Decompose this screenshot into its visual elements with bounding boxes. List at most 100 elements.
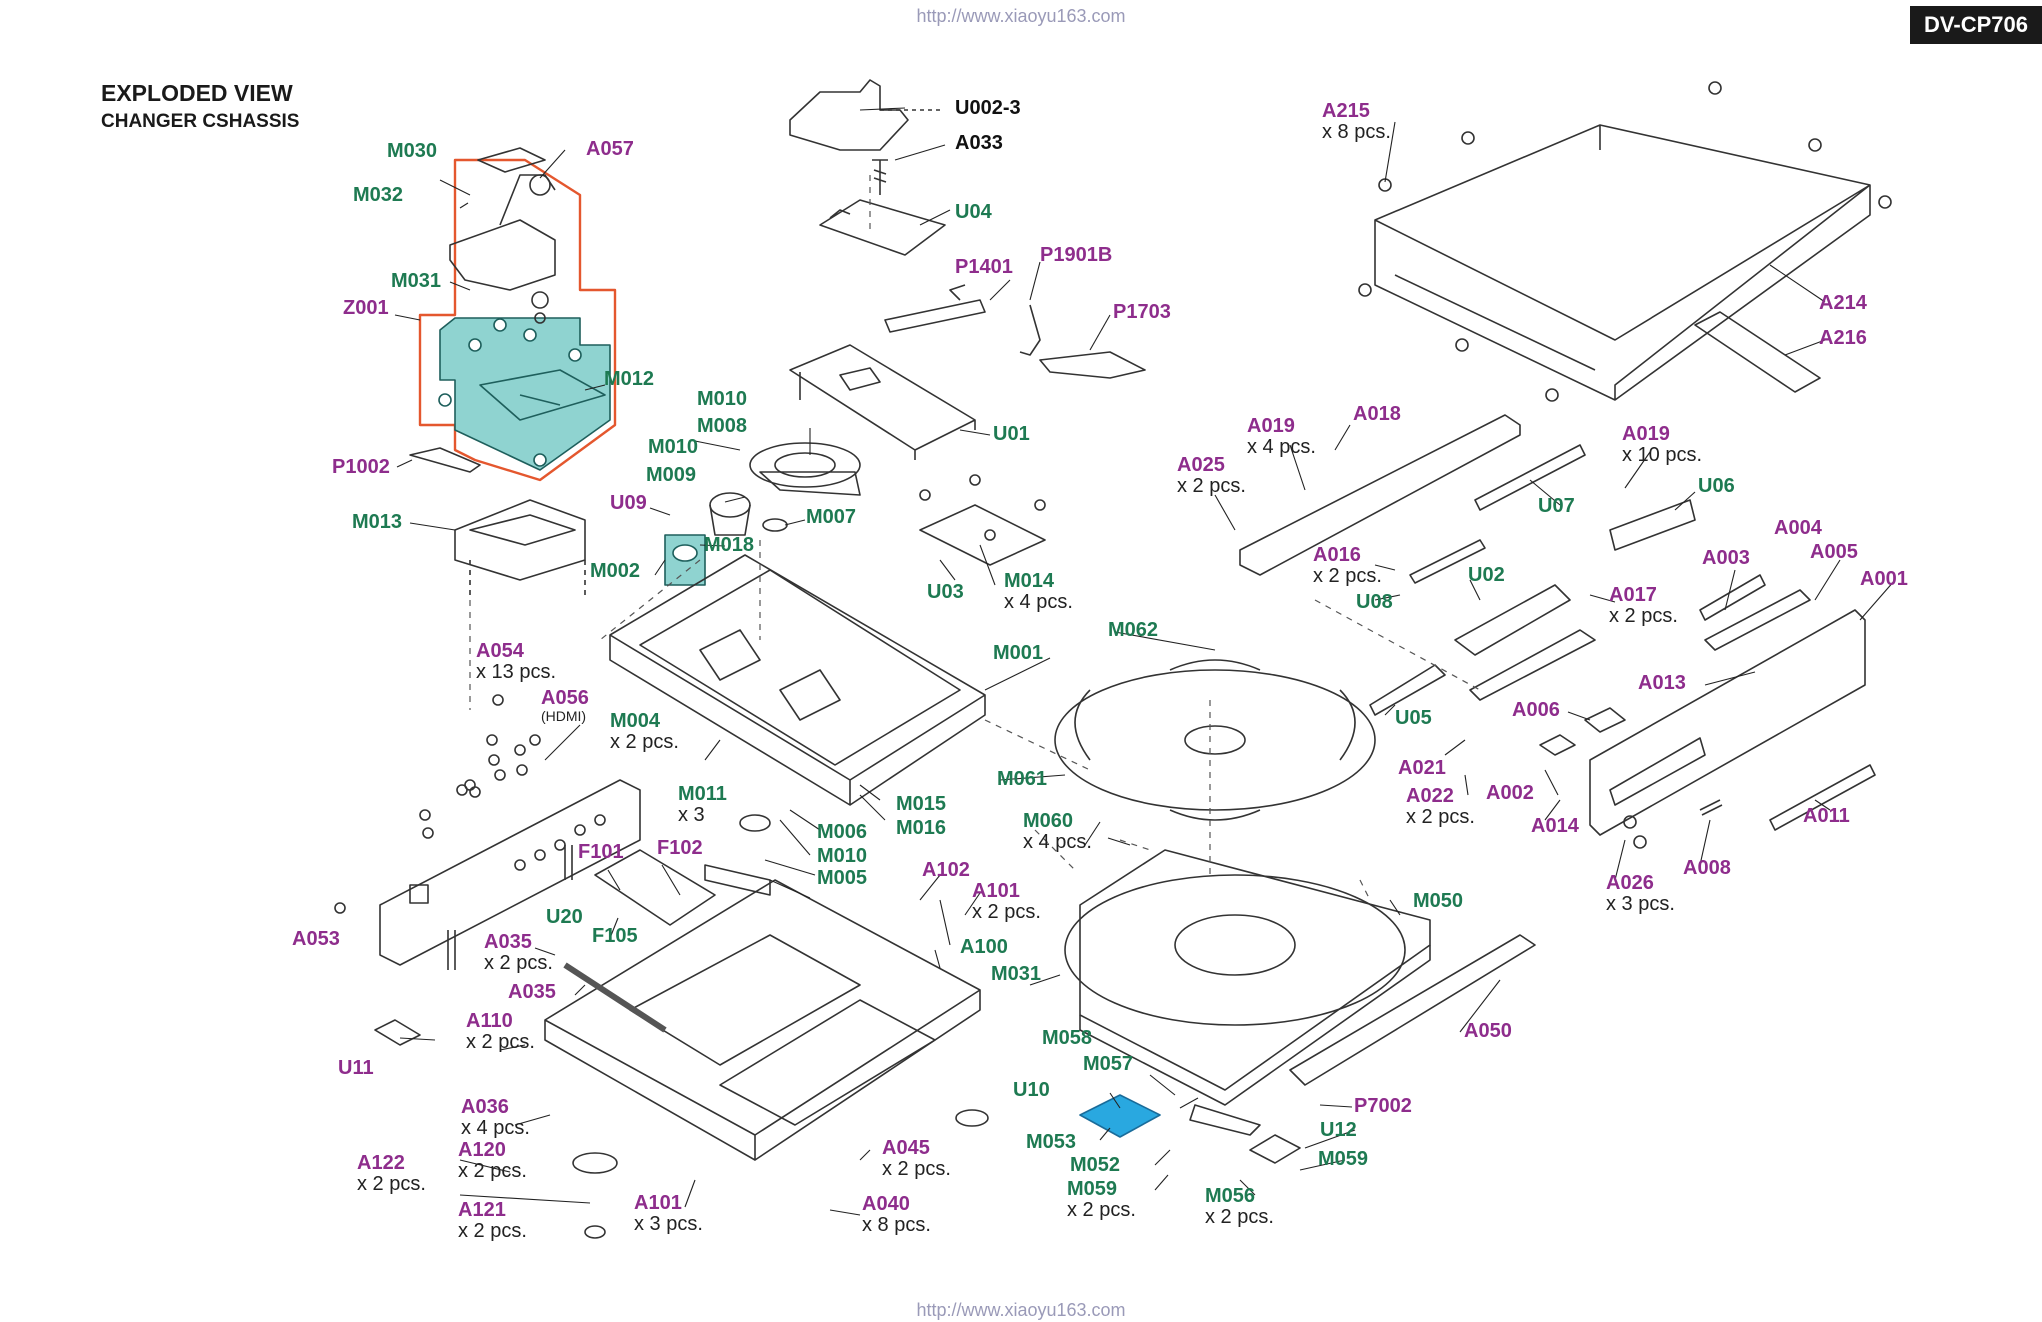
button-strip-a004 — [1704, 589, 1811, 651]
part-label-A011: A011 — [1803, 805, 1850, 827]
bottom-chassis-a100 — [544, 879, 981, 1161]
pcb-u05 — [1369, 664, 1446, 716]
part-label-M015: M015 — [896, 793, 947, 815]
part-label-A056: A056(HDMI) — [541, 687, 589, 724]
motor-m053 — [1079, 1094, 1161, 1138]
part-label-M007: M007 — [806, 506, 857, 528]
part-label-U08: U08 — [1356, 591, 1393, 613]
spring-a033 — [872, 159, 888, 195]
part-label-A013: A013 — [1638, 672, 1686, 694]
part-label-F102: F102 — [657, 837, 703, 859]
part-label-M010c: M010 — [817, 845, 868, 867]
part-label-U07: U07 — [1538, 495, 1575, 517]
page-title: EXPLODED VIEW — [101, 80, 293, 106]
part-label-A002: A002 — [1486, 782, 1534, 804]
cable-p1703 — [1039, 351, 1146, 379]
part-label-A018: A018 — [1353, 403, 1401, 425]
part-label-M016: M016 — [896, 817, 947, 839]
rear-panel-a053 — [379, 779, 641, 966]
pcb-u04 — [819, 199, 946, 256]
part-label-A033: A033 — [955, 132, 1003, 154]
highlight-outline-z001 — [418, 158, 617, 482]
model-badge: DV-CP706 — [1910, 6, 2042, 44]
pcb-u03 — [919, 504, 1046, 566]
disc-tray-m061 — [1054, 659, 1376, 821]
part-label-U03: U03 — [927, 581, 964, 603]
pcb-u07 — [1474, 444, 1586, 511]
part-label-A057: A057 — [586, 138, 634, 160]
part-label-U10: U10 — [1013, 1079, 1050, 1101]
part-label-A053: A053 — [292, 928, 340, 950]
part-label-U01: U01 — [993, 423, 1030, 445]
part-label-U02: U02 — [1468, 564, 1505, 586]
part-label-M053: M053 — [1026, 1131, 1077, 1153]
part-label-M030: M030 — [387, 140, 438, 162]
part-label-A006: A006 — [1512, 699, 1560, 721]
part-label-U05: U05 — [1395, 707, 1432, 729]
source-url-top[interactable]: http://www.xiaoyu163.com — [916, 6, 1126, 26]
part-label-U002-3: U002-3 — [955, 97, 1021, 119]
part-label-A050: A050 — [1464, 1020, 1512, 1042]
gear-m009 — [709, 492, 751, 518]
part-label-M012: M012 — [604, 368, 655, 390]
page-subtitle: CHANGER CSHASSIS — [101, 111, 300, 132]
foot-a121 — [584, 1225, 606, 1239]
part-label-P1401: P1401 — [955, 256, 1013, 278]
bracket-u12 — [1249, 1134, 1301, 1164]
foot-a120 — [572, 1152, 618, 1174]
top-cover-a214 — [1374, 124, 1871, 401]
gear-m007 — [762, 518, 788, 532]
belt-m005 — [704, 864, 771, 896]
part-label-M018: M018 — [704, 534, 755, 556]
part-label-F105: F105 — [592, 925, 638, 947]
source-url-bottom[interactable]: http://www.xiaoyu163.com — [916, 1300, 1126, 1320]
front-panel-a001 — [1589, 609, 1866, 836]
part-label-A102: A102 — [922, 859, 970, 881]
strip-a035 — [563, 962, 667, 1033]
part-label-U11: U11 — [338, 1057, 374, 1079]
part-label-M052: M052 — [1070, 1154, 1121, 1176]
part-label-P1901B: P1901B — [1040, 244, 1113, 266]
part-label-M008: M008 — [697, 415, 748, 437]
gear-m008 — [749, 442, 861, 488]
screws-a054 — [334, 694, 541, 914]
part-label-A005: A005 — [1810, 541, 1858, 563]
spring-a008 — [1699, 799, 1723, 816]
diagram-title-block: EXPLODED VIEW CHANGER CSHASSIS — [101, 80, 299, 133]
bracket-u08 — [1409, 539, 1486, 584]
part-label-U09: U09 — [610, 492, 647, 514]
part-label-P7002: P7002 — [1354, 1095, 1412, 1117]
part-label-M032: M032 — [353, 184, 404, 206]
cable-p1901b — [1019, 304, 1041, 356]
bracket-u002-3 — [789, 79, 909, 151]
part-label-M059b: M059 — [1318, 1148, 1369, 1170]
bracket-m030 — [449, 174, 556, 291]
knob-a006 — [1584, 707, 1626, 733]
rail-a050 — [1289, 934, 1536, 1086]
pickup-z001 — [439, 317, 611, 471]
cable-p1401 — [884, 284, 986, 333]
part-label-M057: M057 — [1083, 1053, 1134, 1075]
pcb-u02 — [1454, 584, 1571, 656]
part-label-A014: A014 — [1531, 815, 1579, 837]
button-a003 — [1699, 574, 1766, 621]
part-label-M010a: M010 — [697, 388, 748, 410]
part-label-A004: A004 — [1774, 517, 1822, 539]
part-label-M002: M002 — [590, 560, 641, 582]
